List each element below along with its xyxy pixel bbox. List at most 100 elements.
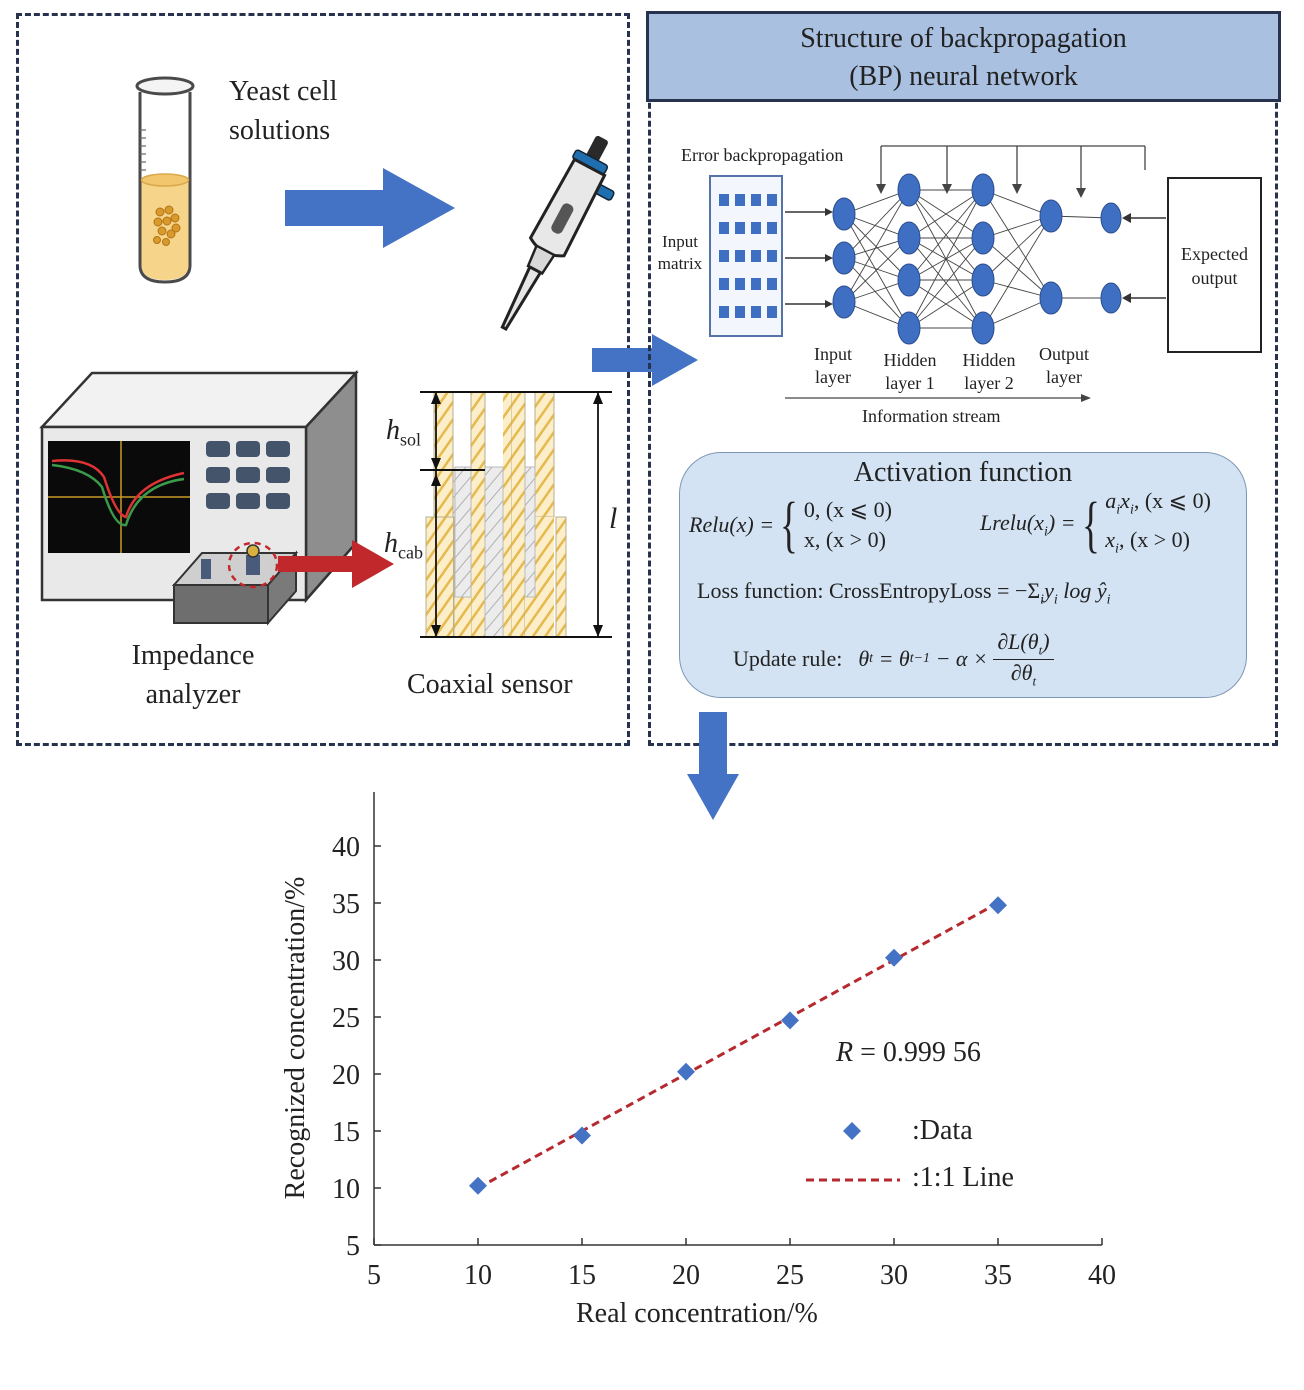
lrelu-sub: i [1043,524,1048,540]
lrelu-a: a [1105,487,1117,513]
input-matrix-label: Input matrix [650,231,710,275]
update-num-sub: t [1038,642,1043,658]
x-tick-label: 20 [672,1260,700,1291]
lrelu-formula: Lrelu(xi) = { aixi, (x ⩽ 0) xi, (x > 0) [980,488,1211,559]
lrelu-case-2-cond: , (x > 0) [1118,527,1190,552]
update-minus: − α × [930,646,994,671]
data-point [781,1011,799,1030]
data-point [989,896,1007,915]
x-tick-label: 25 [776,1260,804,1291]
expected-output-line1: Expected [1181,244,1248,264]
arrow-right-icon [592,334,698,386]
update-prefix: Update rule: [733,646,843,671]
layer-label-hidden2-line2: layer 2 [964,373,1014,393]
one-to-one-line [477,901,999,1190]
x-tick-label: 5 [367,1260,381,1291]
analyzer-label-line2: analyzer [145,679,241,710]
layer-label-hidden1-line1: Hidden [883,350,937,370]
layer-label-output-line2: layer [1046,367,1082,387]
input-matrix-line2: matrix [657,254,703,273]
layer-label-hidden2-line1: Hidden [962,350,1016,370]
arrow-red-icon [278,540,394,588]
tube-label-line2: solutions [229,115,331,146]
lrelu-cases: aixi, (x ⩽ 0) xi, (x > 0) [1105,486,1211,565]
lrelu-case-1-cond: , (x ⩽ 0) [1133,487,1211,513]
y-tick-label: 10 [332,1174,360,1205]
update-den-sub: t [1032,672,1037,688]
relu-name: Relu(x) = [689,512,775,537]
relu-case-2: x, (x > 0) [803,527,886,552]
lrelu-x2-sub: i [1115,541,1119,557]
layer-label-hidden2: Hidden layer 2 [948,349,1030,395]
layer-label-output-line1: Output [1038,344,1089,364]
experiment-panel [16,13,630,746]
chart-x-axis-label: Real concentration/% [576,1298,818,1329]
y-tick-label: 5 [346,1231,360,1262]
update-fraction: ∂L(θt) ∂θt [993,629,1054,689]
pipette-icon [500,135,615,331]
update-eq: = θ [873,646,910,671]
loss-sum-sub: i [1040,592,1045,608]
lrelu-brace: { [1081,491,1100,559]
relu-brace: { [780,491,798,559]
x-tick-label: 30 [880,1260,908,1291]
relu-case-1: 0, (x ⩽ 0) [803,497,892,522]
loss-function-formula: Loss function: CrossEntropyLoss = −Σiyi … [697,578,1111,608]
loss-y-sub: i [1053,592,1058,608]
input-matrix-line1: Input [662,232,698,251]
layer-label-output: Output layer [1026,343,1102,389]
bp-title-line2: (BP) neural network [849,61,1078,92]
loss-prefix: Loss function: CrossEntropyLoss = −Σ [697,578,1041,603]
tube-label-line1: Yeast cell [229,76,338,107]
lrelu-eq: ) = [1047,509,1076,535]
arrow-right-icon [285,168,455,248]
y-tick-label: 35 [332,889,360,920]
bp-title: Structure of backpropagation (BP) neural… [646,11,1281,102]
y-tick-label: 15 [332,1117,360,1148]
data-point [885,948,903,967]
h-cab-label: hcab [384,528,423,563]
arrow-down-icon [687,712,739,820]
lrelu-x2: x [1105,527,1116,552]
impedance-analyzer-icon [39,369,359,626]
update-num: ∂L(θ [997,629,1039,655]
update-sub2: t−1 [909,651,931,666]
x-tick-label: 35 [984,1260,1012,1291]
sensor-label: Coaxial sensor [407,669,573,700]
data-point [677,1062,695,1081]
expected-output-line2: output [1191,268,1238,288]
l-label: l [609,502,618,535]
x-tick-label: 40 [1088,1260,1116,1291]
data-point [469,1176,487,1195]
activation-title: Activation function [853,457,1073,488]
layer-label-hidden1-line2: layer 1 [885,373,935,393]
x-tick-label: 15 [568,1260,596,1291]
coaxial-sensor-diagram [420,391,612,638]
information-stream-label: Information stream [862,406,1001,426]
activation-function-box [679,452,1247,698]
legend-data-marker [843,1122,861,1140]
loss-suffix: log ŷ [1057,578,1107,603]
data-point [573,1126,591,1145]
relu-cases: 0, (x ⩽ 0) x, (x > 0) [804,495,892,555]
lrelu-name: Lrelu(x [980,509,1044,535]
update-theta: θ [858,646,870,671]
analyzer-label-line1: Impedance [131,640,255,671]
legend-line-label: :1:1 Line [912,1162,1014,1193]
chart-r-value: = 0.999 56 [853,1037,981,1068]
layer-label-input-line1: Input [814,344,852,364]
lrelu-x: x [1120,487,1130,513]
lrelu-x-sub: i [1129,502,1134,517]
legend-data-label: :Data [912,1115,973,1146]
test-tube-icon [135,76,195,284]
expected-output-label: Expected output [1168,242,1261,290]
loss-yhat-sub: i [1106,592,1111,608]
layer-label-input: Input layer [798,343,868,389]
layer-label-hidden1: Hidden layer 1 [870,349,950,395]
y-tick-label: 40 [332,832,360,863]
update-theta-sub: t [869,651,874,666]
y-tick-label: 20 [332,1060,360,1091]
y-tick-label: 25 [332,1003,360,1034]
